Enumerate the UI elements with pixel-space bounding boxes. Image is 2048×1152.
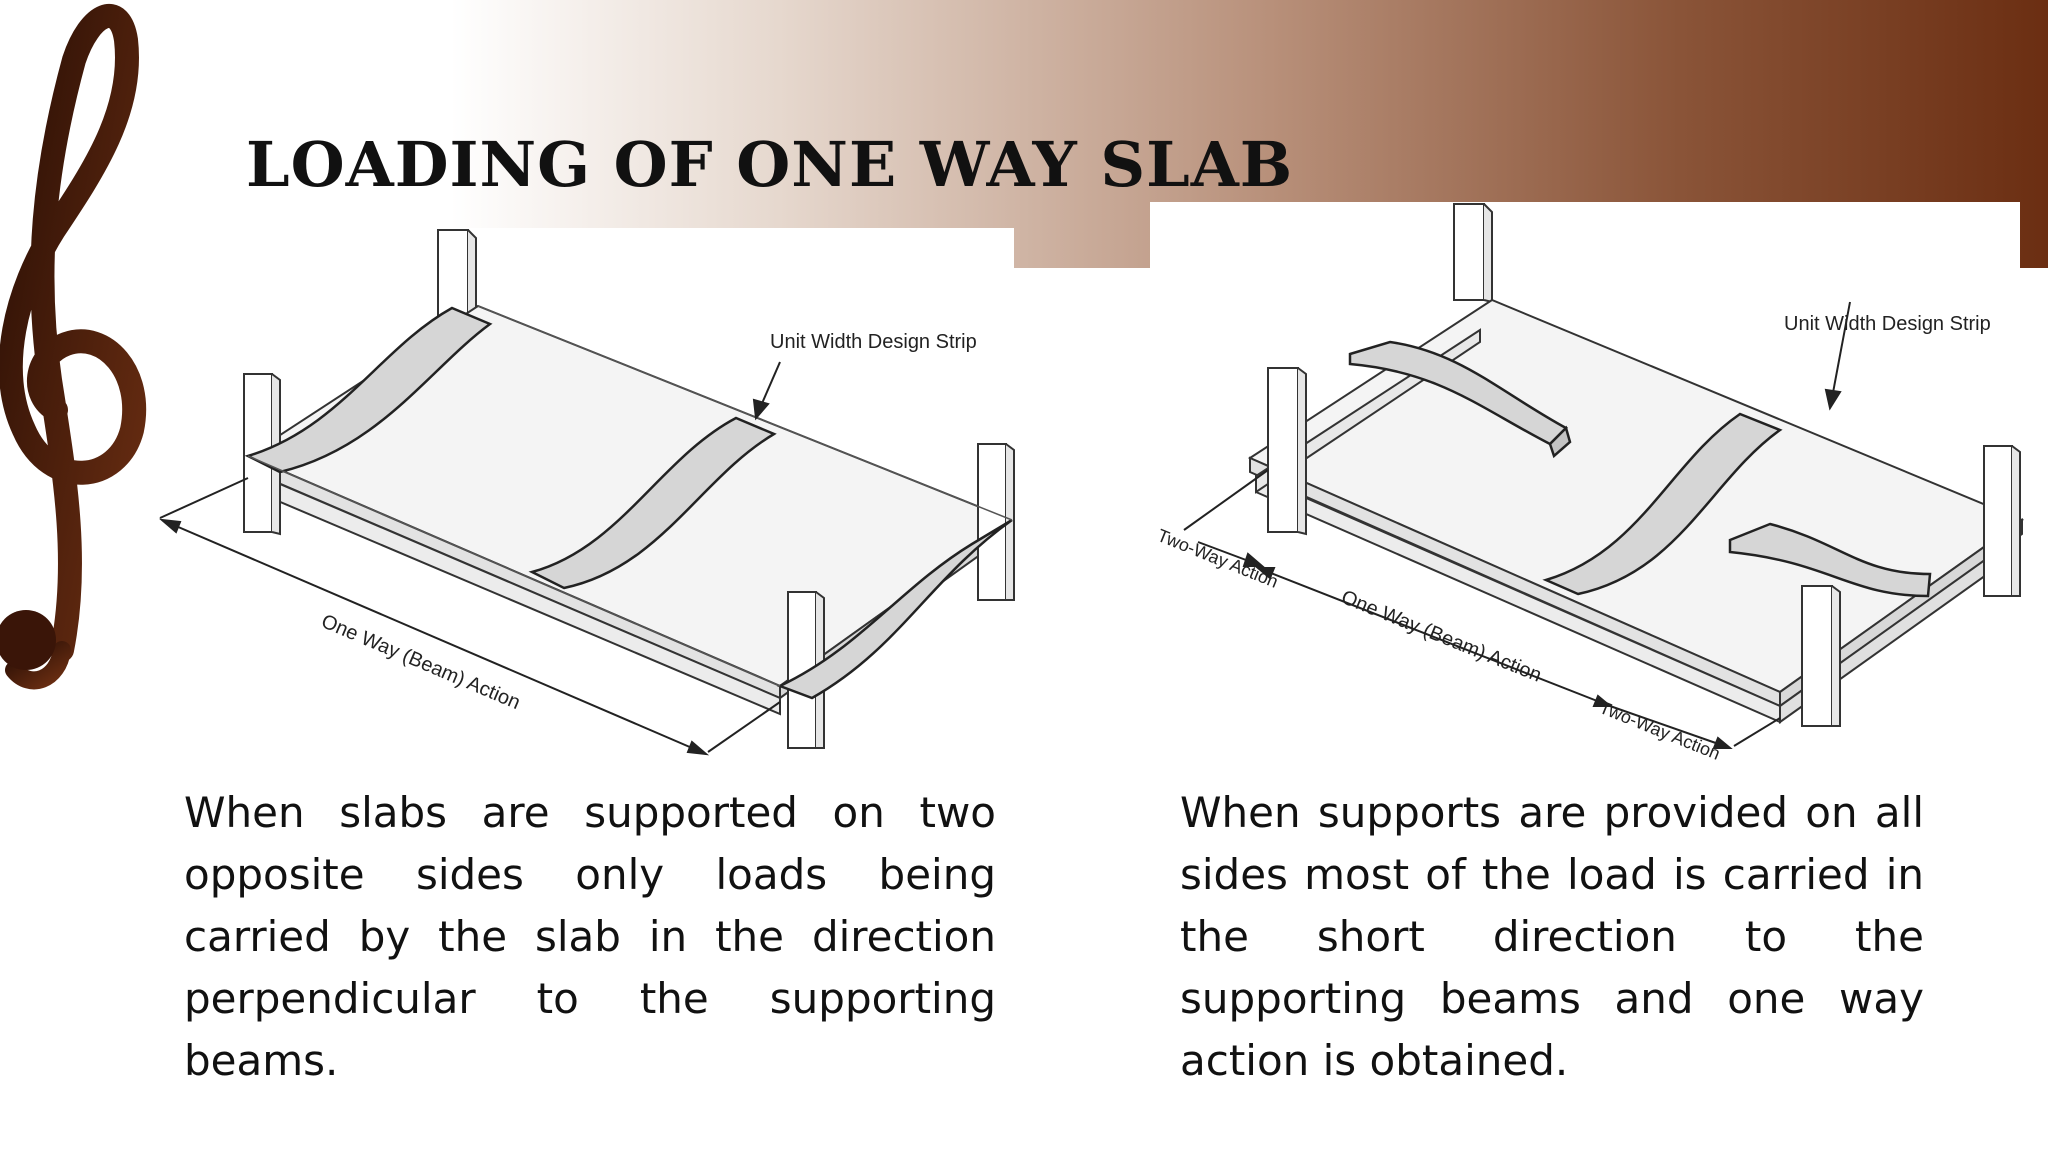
treble-clef-icon [0,4,147,690]
column-back-left [437,229,469,319]
design-strip-2 [528,416,777,590]
design-strip-main [1542,412,1783,596]
right-paragraph: When supports are provided on all sides … [1180,788,1924,1085]
left-paragraph: When slabs are supported on two opposite… [184,788,996,1085]
right-two-way-label-2: Two-Way Action [1597,697,1724,764]
two-way-slab-diagram: Unit Width Design Strip Two-Way Action O… [1155,203,2025,764]
right-two-way-label-1: Two-Way Action [1155,525,1282,592]
column-back-left [1453,203,1485,301]
column-back-right [1983,445,2013,597]
right-strip-label: Unit Width Design Strip [1784,313,1991,335]
one-way-slab-diagram: Unit Width Design Strip One Way (Beam) A… [158,229,1015,756]
left-strip-label: Unit Width Design Strip [770,331,977,353]
two-way-strip-2 [1728,522,1932,598]
design-strip-1 [244,306,493,474]
column-back-right [977,443,1007,601]
slide-title: LOADING OF ONE WAY SLAB [246,128,1294,201]
column-front-right [1801,585,1833,727]
column-front-left [1267,367,1299,533]
